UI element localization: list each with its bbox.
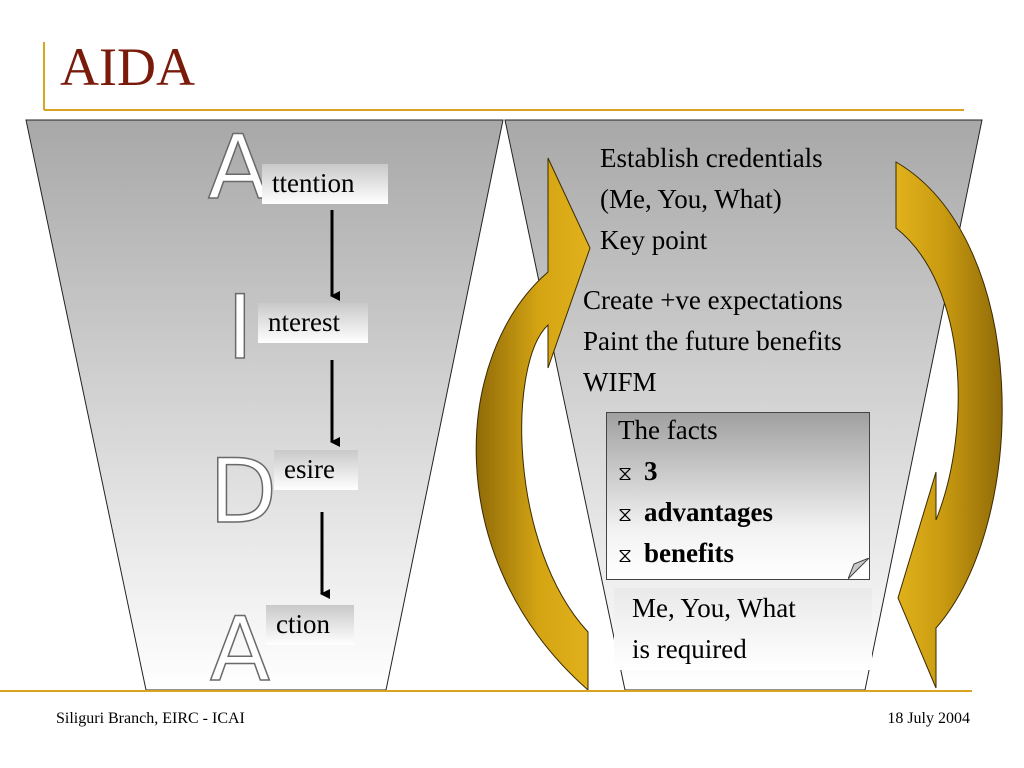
facts-card: [606, 412, 870, 580]
hourglass-bullet-icon: ⧖: [618, 461, 633, 485]
footer-right: 18 July 2004: [887, 710, 970, 727]
stage-label-desire: esire: [274, 450, 358, 490]
interest-line: Create +ve expectations: [583, 285, 843, 315]
stage-letter: I: [227, 276, 253, 379]
fact-item: ⧖3: [618, 451, 773, 492]
hourglass-bullet-icon: ⧖: [618, 502, 633, 526]
fact-text: benefits: [644, 538, 734, 568]
stage-letter: A: [210, 598, 270, 701]
folded-corner-icon: [848, 558, 870, 580]
required-line: is required: [632, 634, 747, 664]
stage-label-interest: nterest: [258, 303, 368, 343]
interest-line: WIFM: [583, 367, 657, 397]
attention-notes: Establish credentials (Me, You, What) Ke…: [600, 138, 823, 261]
required-note: Me, You, What is required: [614, 588, 872, 670]
interest-line: Paint the future benefits: [583, 326, 842, 356]
attention-line: Key point: [600, 225, 708, 255]
fact-item: ⧖ benefits: [618, 533, 773, 574]
attention-line: (Me, You, What): [600, 184, 782, 214]
footer-left: Siliguri Branch, EIRC - ICAI: [56, 710, 245, 727]
stage-label-action: ction: [266, 605, 354, 645]
fact-text: advantages: [644, 497, 774, 527]
stage-label-attention: ttention: [262, 164, 388, 204]
stage-letter: D: [209, 440, 277, 543]
slide-title: AIDA: [60, 37, 195, 97]
interest-notes: Create +ve expectations Paint the future…: [583, 280, 843, 403]
right-curved-arrow: [895, 161, 1003, 689]
hourglass-bullet-icon: ⧖: [618, 543, 633, 567]
attention-line: Establish credentials: [600, 143, 823, 173]
fact-text: 3: [644, 456, 658, 486]
left-curved-arrow: [475, 157, 591, 692]
fact-item: ⧖ advantages: [618, 492, 773, 533]
stage-letter: A: [208, 116, 268, 219]
facts-heading: The facts: [618, 415, 718, 445]
required-line: Me, You, What: [632, 593, 796, 623]
facts-list: The facts ⧖3 ⧖advantages ⧖benefits: [618, 410, 773, 574]
